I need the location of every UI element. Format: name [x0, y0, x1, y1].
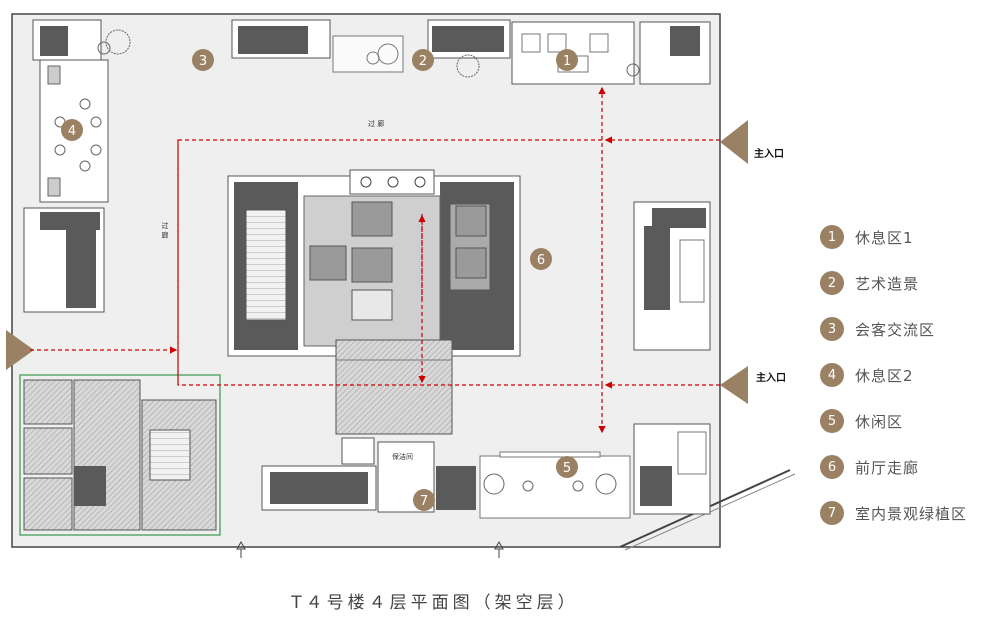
svg-text:7: 7 [420, 494, 428, 509]
marker-1: 1 [556, 49, 578, 71]
marker-2: 2 [412, 49, 434, 71]
legend-label: 室内景观绿植区 [855, 504, 968, 523]
marker-6: 6 [530, 248, 552, 270]
legend-label: 休息区1 [855, 228, 914, 247]
legend: 1 休息区1 2 艺术造景 3 会客交流区 4 休息区2 5 休闲区 6 前厅走… [820, 214, 990, 536]
circulation-arrows [30, 86, 720, 434]
entrance-arrow-top [720, 120, 748, 164]
marker-5: 5 [556, 456, 578, 478]
legend-number: 3 [820, 317, 844, 341]
corridor-left-label: 过 廊 [161, 222, 169, 239]
legend-number: 6 [820, 455, 844, 479]
bottom-left-rooms [19, 374, 221, 536]
central-core [227, 169, 521, 357]
legend-item-7: 7 室内景观绿植区 [820, 490, 990, 536]
legend-number: 4 [820, 363, 844, 387]
right-middle-room [633, 201, 711, 351]
legend-number: 7 [820, 501, 844, 525]
marker-7: 7 [413, 489, 435, 511]
corridor-top-label: 过 廊 [368, 120, 385, 128]
legend-label: 艺术造景 [855, 274, 920, 293]
svg-text:6: 6 [537, 253, 545, 268]
bottom-exit-markers [236, 540, 504, 558]
legend-label: 休息区2 [855, 366, 914, 385]
left-middle-room [23, 207, 105, 313]
svg-text:3: 3 [199, 54, 207, 69]
legend-item-1: 1 休息区1 [820, 214, 990, 260]
legend-item-5: 5 休闲区 [820, 398, 990, 444]
legend-label: 前厅走廊 [855, 458, 920, 477]
plan-caption: T４号楼４层平面图（架空层） [291, 593, 579, 613]
svg-text:5: 5 [563, 461, 571, 476]
legend-label: 休闲区 [855, 412, 904, 431]
svg-text:4: 4 [68, 124, 76, 139]
floor-plan: 1 2 3 4 5 6 7 [6, 13, 796, 558]
legend-item-4: 4 休息区2 [820, 352, 990, 398]
legend-item-2: 2 艺术造景 [820, 260, 990, 306]
legend-label: 会客交流区 [855, 320, 936, 339]
bottom-rooms [261, 423, 711, 519]
plant-decor [97, 29, 640, 78]
marker-4: 4 [61, 119, 83, 141]
svg-text:2: 2 [419, 54, 427, 69]
legend-item-3: 3 会客交流区 [820, 306, 990, 352]
main-entrance-top-label: 主入口 [754, 149, 784, 160]
water-room-label: 保洁间 [392, 453, 413, 461]
svg-text:1: 1 [563, 54, 571, 69]
legend-number: 1 [820, 225, 844, 249]
entrance-arrow-bottom [720, 366, 748, 404]
legend-number: 5 [820, 409, 844, 433]
entrance-arrow-left [6, 330, 34, 370]
entrance-lobby [335, 339, 453, 435]
main-entrance-bottom-label: 主入口 [756, 373, 786, 384]
legend-item-6: 6 前厅走廊 [820, 444, 990, 490]
top-rooms [32, 19, 711, 85]
marker-3: 3 [192, 49, 214, 71]
legend-number: 2 [820, 271, 844, 295]
